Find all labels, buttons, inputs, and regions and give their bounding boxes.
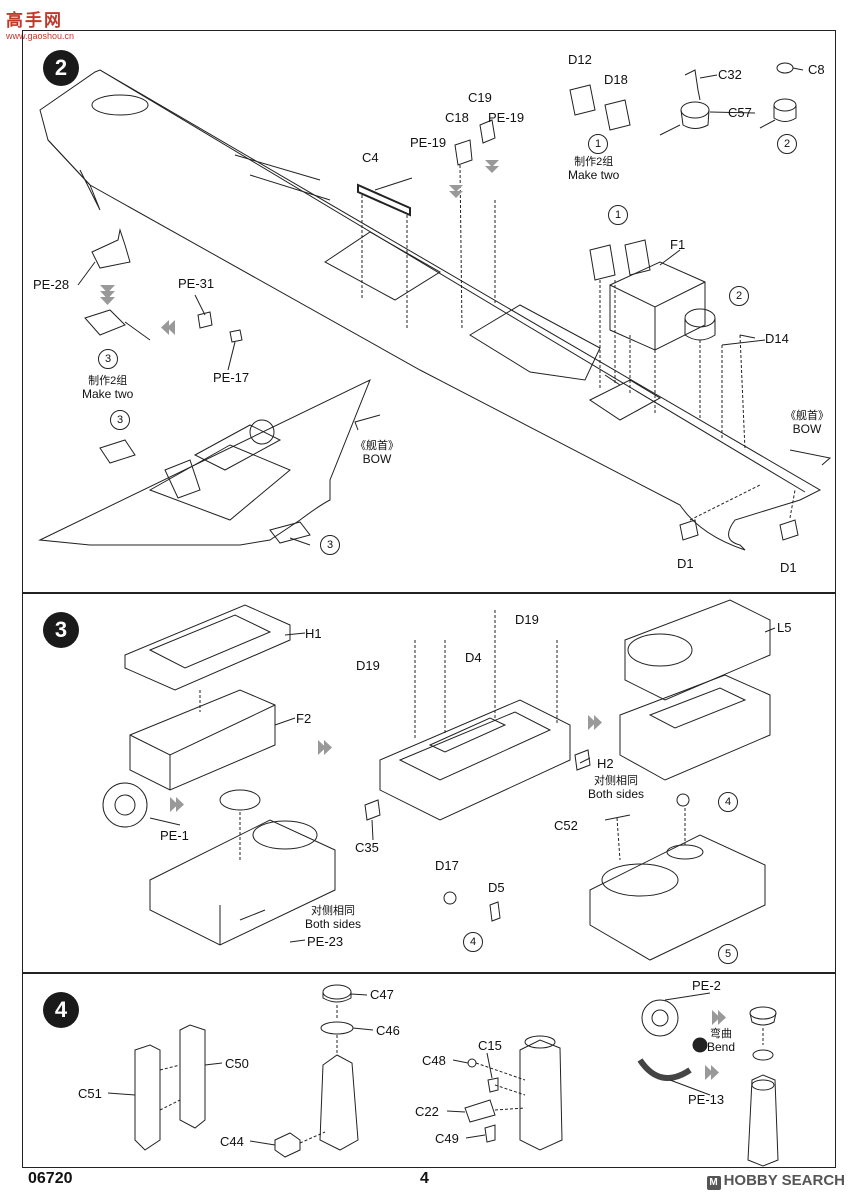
label-c15: C15 — [478, 1038, 502, 1053]
label-f2: F2 — [296, 711, 312, 726]
step-3-number: 3 — [43, 612, 79, 648]
label-d12: D12 — [568, 52, 592, 67]
label-c48: C48 — [422, 1053, 446, 1068]
bow-en-1: BOW — [362, 452, 392, 466]
label-c8: C8 — [808, 62, 825, 77]
label-pe23: PE-23 — [307, 934, 344, 949]
label-c18: C18 — [445, 110, 469, 125]
label-c49: C49 — [435, 1131, 459, 1146]
label-c35: C35 — [355, 840, 379, 855]
label-pe1: PE-1 — [160, 828, 189, 843]
bow-note-1: 《舰首》 BOW — [355, 440, 399, 466]
label-c4: C4 — [362, 150, 379, 165]
callout-1-top: 1 — [588, 134, 608, 154]
bow-cn-1: 《舰首》 — [355, 440, 399, 452]
bend-note: 弯曲 Bend — [707, 1028, 735, 1054]
label-pe19-left: PE-19 — [410, 135, 447, 150]
both-sides-en-2: Both sides — [305, 917, 362, 931]
label-c57: C57 — [728, 105, 752, 120]
both-sides-cn-1: 对侧相同 — [594, 775, 639, 787]
label-pe19-right: PE-19 — [488, 110, 525, 125]
label-c22: C22 — [415, 1104, 439, 1119]
both-sides-note-2: 对侧相同 Both sides — [305, 905, 361, 931]
label-pe17: PE-17 — [213, 370, 250, 385]
label-d5: D5 — [488, 880, 505, 895]
callout-1-ship: 1 — [608, 205, 628, 225]
kit-code: 06720 — [28, 1170, 73, 1187]
both-sides-en-1: Both sides — [588, 787, 645, 801]
bend-en: Bend — [707, 1040, 736, 1054]
label-l5: L5 — [777, 620, 792, 635]
label-d17: D17 — [435, 858, 459, 873]
site-watermark: 高手网 www.gaoshou.cn — [6, 6, 74, 41]
step-4-number: 4 — [43, 992, 79, 1028]
callout-2-top: 2 — [777, 134, 797, 154]
callout-4-bottom: 4 — [463, 932, 483, 952]
callout-5: 5 — [718, 944, 738, 964]
label-pe28: PE-28 — [33, 277, 70, 292]
callout-2-ship: 2 — [729, 286, 749, 306]
label-c47: C47 — [370, 987, 394, 1002]
bow-note-2: 《舰首》 BOW — [785, 410, 829, 436]
make-two-en-1: Make two — [568, 168, 620, 182]
label-d4: D4 — [465, 650, 482, 665]
label-pe2: PE-2 — [692, 978, 721, 993]
label-d18: D18 — [604, 72, 628, 87]
label-h1: H1 — [305, 626, 322, 641]
label-c44: C44 — [220, 1134, 244, 1149]
callout-3-pe28: 3 — [98, 349, 118, 369]
label-c19: C19 — [468, 90, 492, 105]
page-number: 4 — [420, 1170, 429, 1187]
site-brand: 高手网 — [6, 11, 63, 30]
label-d14: D14 — [765, 331, 789, 346]
step-3-panel — [22, 593, 836, 973]
label-pe31: PE-31 — [178, 276, 215, 291]
callout-3-bottom: 3 — [320, 535, 340, 555]
step-2-panel — [22, 30, 836, 593]
label-d1-left: D1 — [677, 556, 694, 571]
bow-cn-2: 《舰首》 — [785, 410, 829, 422]
step-4-panel — [22, 973, 836, 1168]
both-sides-note-1: 对侧相同 Both sides — [588, 775, 644, 801]
callout-3-left: 3 — [110, 410, 130, 430]
label-c51: C51 — [78, 1086, 102, 1101]
label-c46: C46 — [376, 1023, 400, 1038]
hobby-search-logo-icon: M — [706, 1176, 721, 1190]
label-c32: C32 — [718, 67, 742, 82]
step-2-number: 2 — [43, 50, 79, 86]
make-two-cn-1: 制作2组 — [574, 156, 614, 168]
make-two-cn-2: 制作2组 — [88, 375, 128, 387]
label-pe13: PE-13 — [688, 1092, 725, 1107]
make-two-en-2: Make two — [82, 387, 134, 401]
label-h2: H2 — [597, 756, 614, 771]
label-c52: C52 — [554, 818, 578, 833]
hobby-search-text: HOBBY SEARCH — [723, 1172, 845, 1189]
label-c50: C50 — [225, 1056, 249, 1071]
label-f1: F1 — [670, 237, 686, 252]
site-url: www.gaoshou.cn — [6, 31, 75, 41]
both-sides-cn-2: 对侧相同 — [311, 905, 356, 917]
make-two-note-1: 制作2组 Make two — [568, 156, 619, 182]
label-d1-right: D1 — [780, 560, 797, 575]
label-d19-right: D19 — [515, 612, 539, 627]
bow-en-2: BOW — [792, 422, 822, 436]
label-d19-left: D19 — [356, 658, 380, 673]
callout-4-right: 4 — [718, 792, 738, 812]
make-two-note-2: 制作2组 Make two — [82, 375, 133, 401]
bend-cn: 弯曲 — [710, 1028, 733, 1040]
